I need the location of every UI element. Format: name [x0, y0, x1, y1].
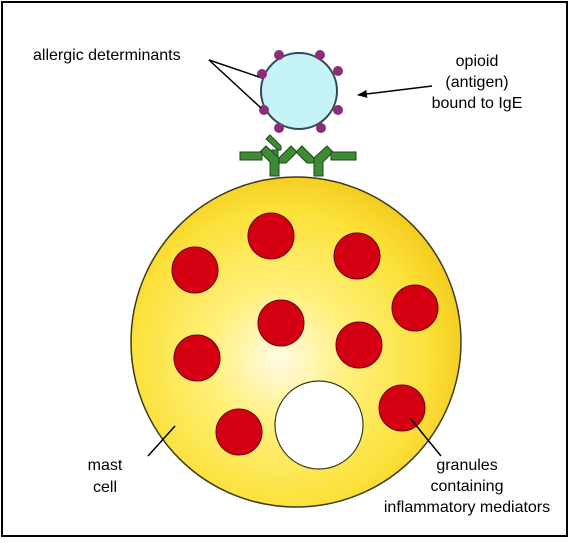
ige-antibody-left-branch [240, 152, 262, 160]
granules-label-line1: granules [436, 457, 497, 474]
granule [334, 233, 380, 279]
granule [258, 300, 304, 346]
ige-antibody-right-branch [331, 152, 356, 160]
vacuole [275, 381, 363, 469]
opioid-label-line2: (antigen) [445, 74, 508, 91]
opioid-label-line3: bound to IgE [432, 95, 523, 112]
determinant-dot [274, 123, 284, 133]
determinant-dot [333, 66, 343, 76]
granules-label-line3: inflammatory mediators [384, 499, 550, 516]
allergic-determinants-label: allergic determinants [33, 47, 181, 64]
granule [216, 409, 262, 455]
granule [248, 213, 294, 259]
mast-cell-label-line2: cell [93, 479, 117, 496]
granule [172, 247, 218, 293]
determinant-dot [274, 50, 284, 60]
determinant-dot [333, 105, 343, 115]
granule [379, 385, 425, 431]
determinant-dot [316, 123, 326, 133]
opioid-antigen [261, 53, 337, 129]
granules-label-line2: containing [431, 478, 504, 495]
determinant-dot [259, 105, 269, 115]
determinant-dot [315, 50, 325, 60]
granule [336, 322, 382, 368]
granule [174, 335, 220, 381]
granule [392, 285, 438, 331]
mast-cell-label-line1: mast [88, 457, 123, 474]
opioid-label-line1: opioid [456, 53, 499, 70]
